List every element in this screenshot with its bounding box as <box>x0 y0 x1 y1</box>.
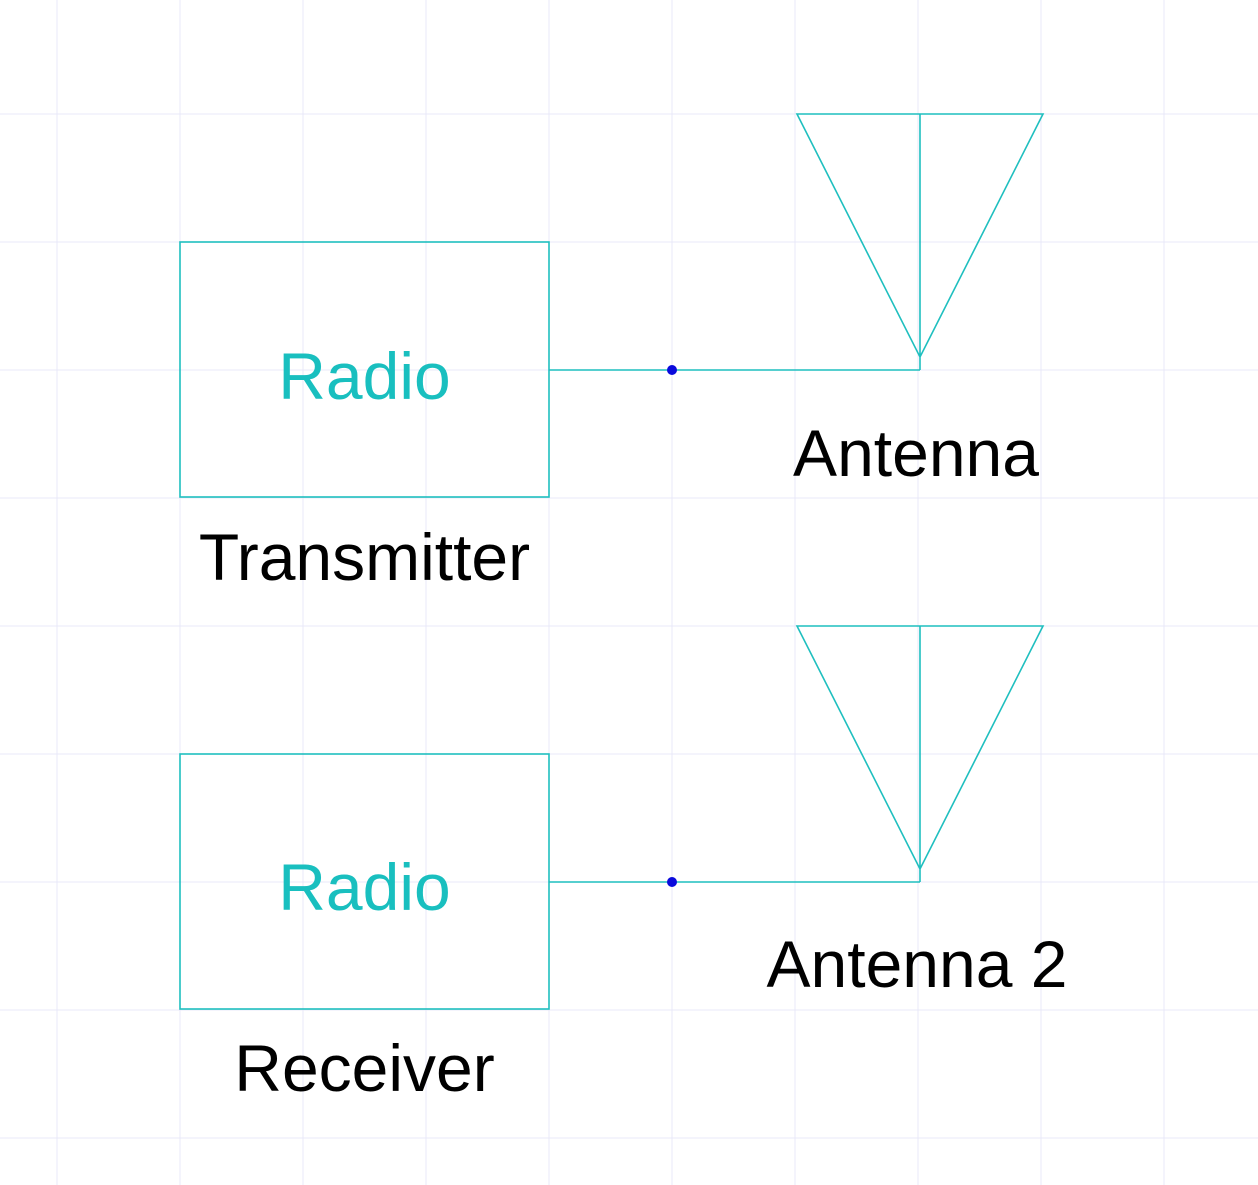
transmitter-value-label: Radio <box>278 339 450 413</box>
antenna-1[interactable]: Antenna <box>793 113 1045 490</box>
transmitter-group[interactable]: Radio Transmitter <box>179 241 550 594</box>
antenna-2[interactable]: Antenna 2 <box>767 625 1068 1001</box>
antenna-2-ref-label: Antenna 2 <box>767 927 1068 1001</box>
receiver-value-label: Radio <box>278 850 450 924</box>
antenna-1-ref-label: Antenna <box>793 416 1039 490</box>
transmitter-ref-label: Transmitter <box>199 520 530 594</box>
receiver-ref-label: Receiver <box>234 1031 494 1105</box>
antenna-2-symbol[interactable] <box>795 625 1045 882</box>
receiver-junction <box>667 877 677 887</box>
transmitter-junction <box>667 365 677 375</box>
receiver-group[interactable]: Radio Receiver <box>179 753 550 1105</box>
antenna-1-symbol[interactable] <box>795 113 1045 370</box>
